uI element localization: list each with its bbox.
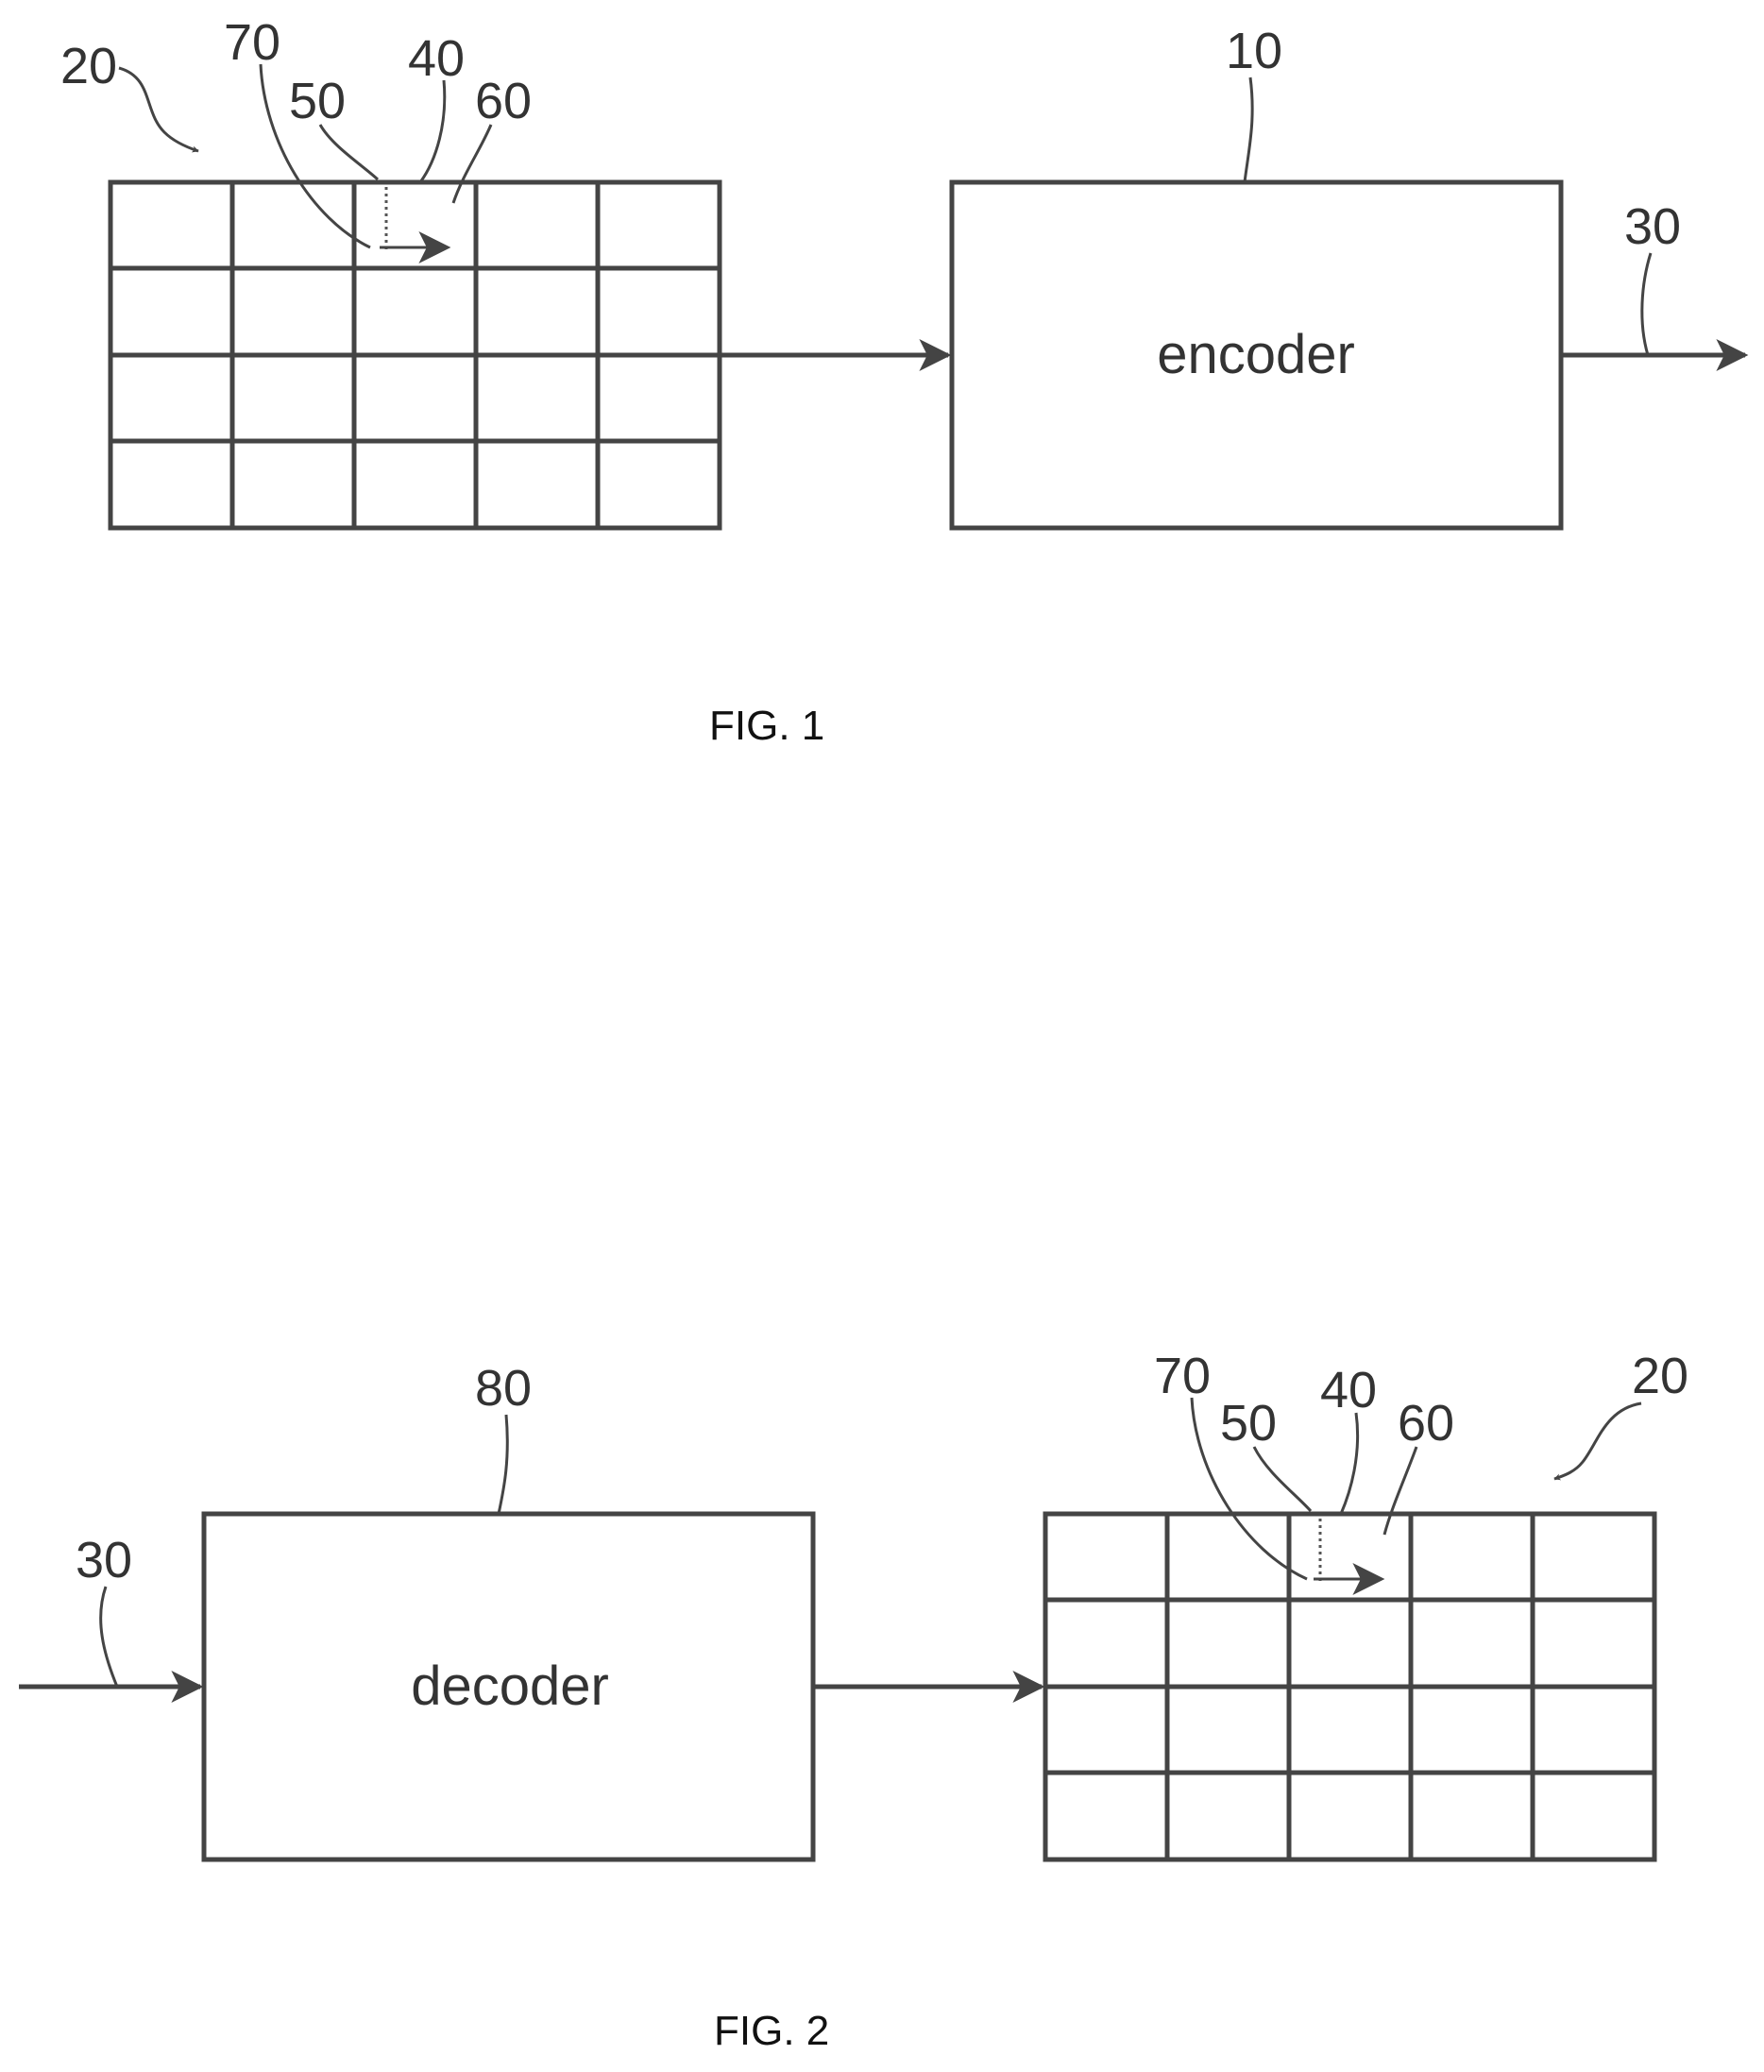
ref-numeral-bitstream: 30: [76, 1532, 132, 1588]
encoder-label: encoder: [1157, 324, 1355, 385]
ref-numeral-encoder: 10: [1226, 23, 1282, 79]
ref-numeral-arrow: 70: [224, 14, 280, 71]
picture-grid: [1045, 1514, 1654, 1860]
leader-line: [453, 125, 491, 203]
ref-numeral-block: 40: [408, 30, 465, 87]
decoder-label: decoder: [411, 1656, 609, 1717]
ref-numeral-left-sample: 50: [1220, 1395, 1277, 1452]
figure-caption: FIG. 1: [709, 703, 824, 749]
ref-numeral-decoder: 80: [475, 1360, 532, 1417]
ref-numeral-grid: 20: [1632, 1348, 1688, 1404]
figure-1: encoder 20 70 50 40 60 10 30 FIG. 1: [60, 14, 1745, 749]
leader-line: [1254, 1447, 1311, 1511]
ref-numeral-right-sample: 60: [1398, 1395, 1454, 1452]
leader-line: [1341, 1413, 1358, 1514]
leader-line: [1245, 77, 1252, 182]
ref-numeral-left-sample: 50: [289, 73, 346, 129]
ref-numeral-bitstream: 30: [1624, 198, 1681, 255]
picture-grid: [110, 182, 720, 528]
leader-line: [1554, 1403, 1641, 1479]
ref-numeral-block: 40: [1320, 1362, 1377, 1418]
ref-numeral-arrow: 70: [1154, 1348, 1211, 1404]
leader-line: [101, 1587, 117, 1687]
leader-line: [1642, 253, 1651, 355]
figure-2: decoder 30 80 70 50 40 60: [19, 1348, 1688, 2054]
leader-line: [320, 125, 378, 179]
ref-numeral-grid: 20: [60, 38, 117, 94]
figure-caption: FIG. 2: [714, 2008, 829, 2054]
leader-line: [420, 80, 445, 182]
leader-line: [119, 68, 198, 151]
ref-numeral-right-sample: 60: [475, 73, 532, 129]
leader-line: [499, 1415, 507, 1514]
